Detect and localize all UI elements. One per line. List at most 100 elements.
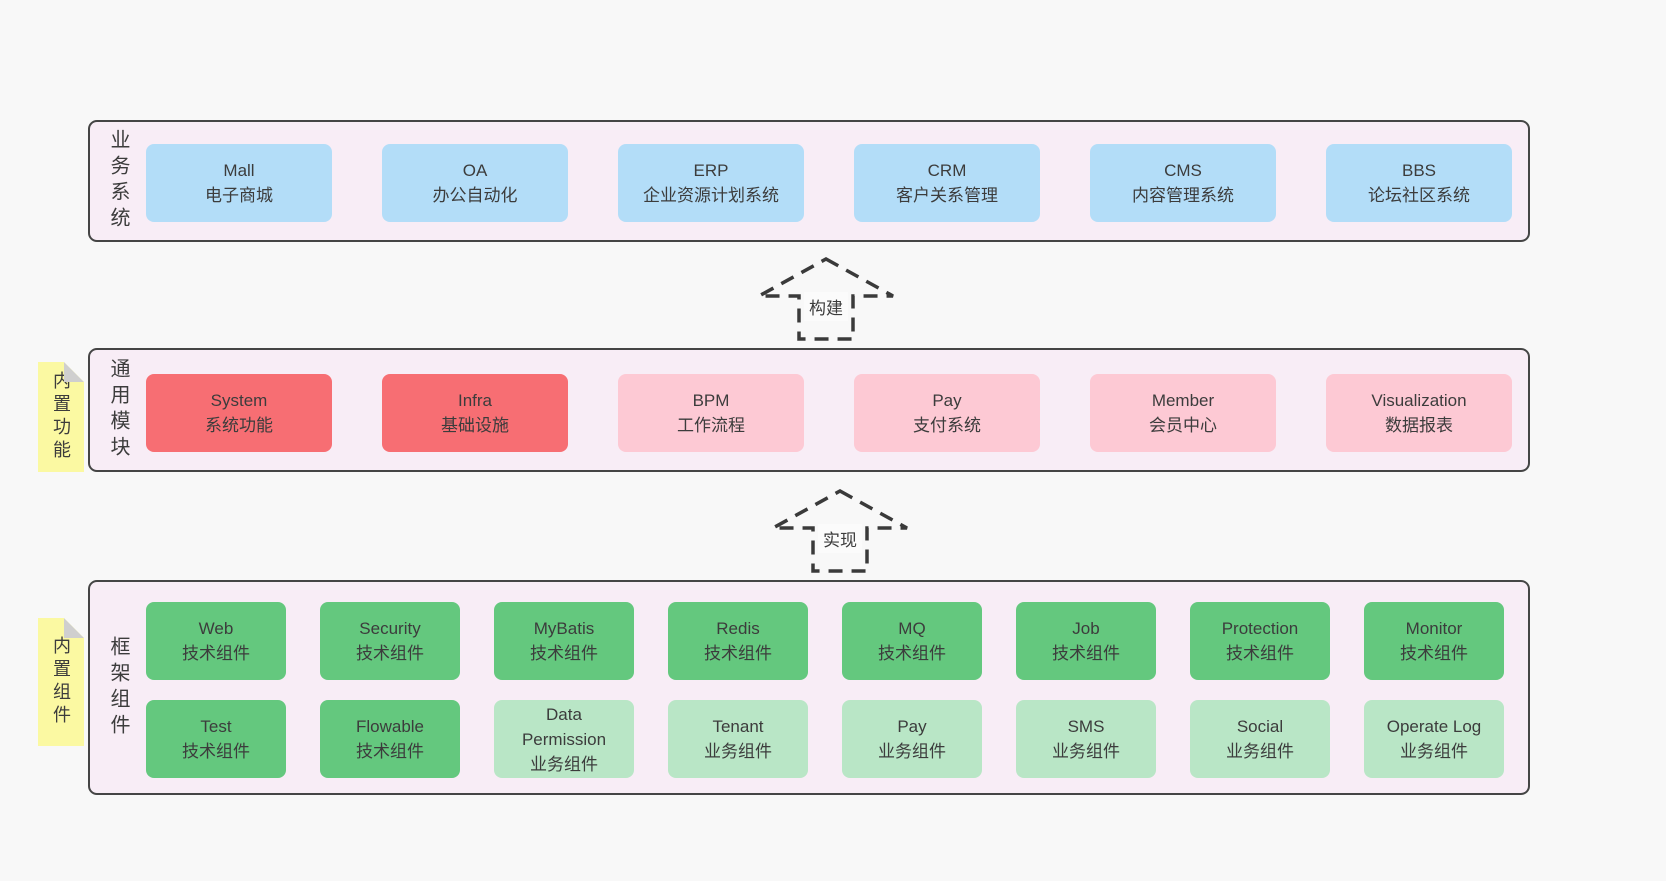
card-title: Security: [359, 619, 421, 638]
card-subtitle: 电子商城: [205, 186, 273, 205]
layer-row: System 系统功能 Infra 基础设施 BPM 工作流程 Pay 支付系统 Member 会…: [146, 374, 1514, 452]
card-tenant: Tenant 业务组件: [668, 700, 808, 778]
card-pay: Pay 业务组件: [842, 700, 982, 778]
card-title: CMS: [1164, 161, 1202, 180]
card-monitor: Monitor 技术组件: [1364, 602, 1504, 680]
card-redis: Redis 技术组件: [668, 602, 808, 680]
card-infra: Infra 基础设施: [382, 374, 568, 452]
card-title: Redis: [716, 619, 760, 638]
build-arrow: 构建: [756, 256, 896, 342]
card-title: Monitor: [1405, 619, 1463, 638]
card-mq: MQ 技术组件: [842, 602, 982, 680]
card-subtitle: 业务组件: [1052, 742, 1120, 761]
card-bbs: BBS 论坛社区系统: [1326, 144, 1512, 222]
card-crm: CRM 客户关系管理: [854, 144, 1040, 222]
card-title: Member: [1151, 391, 1215, 410]
card-title: CRM: [927, 161, 967, 180]
card-bpm: BPM 工作流程: [618, 374, 804, 452]
sticky-note-text: 内置组件: [51, 636, 71, 728]
card-subtitle: 论坛社区系统: [1368, 186, 1470, 205]
card-subtitle: 客户关系管理: [896, 186, 998, 205]
card-subtitle: 技术组件: [356, 644, 424, 663]
card-title: BBS: [1401, 161, 1437, 180]
card-protection: Protection 技术组件: [1190, 602, 1330, 680]
card-subtitle: 业务组件: [530, 754, 598, 774]
card-security: Security 技术组件: [320, 602, 460, 680]
card-subtitle: 技术组件: [356, 742, 424, 761]
card-oa: OA 办公自动化: [382, 144, 568, 222]
card-cms: CMS 内容管理系统: [1090, 144, 1276, 222]
card-title: Data Permission: [521, 704, 607, 749]
card-title: BPM: [692, 391, 730, 410]
card-subtitle: 数据报表: [1385, 416, 1453, 435]
card-pay: Pay 支付系统: [854, 374, 1040, 452]
card-title: Social: [1236, 717, 1284, 736]
card-subtitle: 业务组件: [878, 742, 946, 761]
card-title: System: [210, 391, 268, 410]
card-subtitle: 技术组件: [1226, 644, 1294, 663]
card-subtitle: 企业资源计划系统: [643, 186, 779, 205]
card-title: Job: [1072, 619, 1100, 638]
card-subtitle: 内容管理系统: [1132, 186, 1234, 205]
card-subtitle: 支付系统: [913, 416, 981, 435]
card-subtitle: 技术组件: [704, 644, 772, 663]
card-title: Operate Log: [1386, 717, 1482, 736]
card-mybatis: MyBatis 技术组件: [494, 602, 634, 680]
card-title: OA: [462, 161, 488, 180]
card-title: Test: [200, 717, 232, 736]
layer-business-systems: 业务系统 Mall 电子商城 OA 办公自动化 ERP 企业资源计划系统 CRM 客户关系管理…: [88, 120, 1530, 242]
card-flowable: Flowable 技术组件: [320, 700, 460, 778]
card-title: Flowable: [355, 717, 425, 736]
layer-common-modules: 通用模块 System 系统功能 Infra 基础设施 BPM 工作流程 Pay 支付系统 Me…: [88, 348, 1530, 472]
card-title: Mall: [223, 161, 255, 180]
card-title: Pay: [897, 717, 927, 736]
card-title: Tenant: [712, 717, 764, 736]
arrow-label: 实现: [818, 524, 862, 553]
card-social: Social 业务组件: [1190, 700, 1330, 778]
sticky-note-built-in-components: 内置组件: [38, 618, 84, 746]
card-title: ERP: [693, 161, 729, 180]
layer-label-business-systems: 业务系统: [107, 129, 129, 233]
card-title: Protection: [1221, 619, 1299, 638]
layer-label-common-modules: 通用模块: [107, 358, 129, 462]
card-title: Web: [198, 619, 234, 638]
card-title: Visualization: [1371, 391, 1467, 410]
card-subtitle: 技术组件: [1052, 644, 1120, 663]
card-subtitle: 技术组件: [530, 644, 598, 663]
card-data-permission: Data Permission 业务组件: [494, 700, 634, 778]
card-job: Job 技术组件: [1016, 602, 1156, 680]
sticky-note-text: 内置功能: [51, 371, 71, 463]
card-subtitle: 技术组件: [1400, 644, 1468, 663]
card-title: Pay: [932, 391, 962, 410]
card-title: Infra: [457, 391, 493, 410]
card-mall: Mall 电子商城: [146, 144, 332, 222]
card-visualization: Visualization 数据报表: [1326, 374, 1512, 452]
card-subtitle: 业务组件: [704, 742, 772, 761]
layer-label-framework-components: 框架组件: [107, 635, 129, 740]
dashed-up-arrow-icon: [772, 489, 908, 573]
card-subtitle: 系统功能: [205, 416, 273, 435]
layer-row: Mall 电子商城 OA 办公自动化 ERP 企业资源计划系统 CRM 客户关系管理 CMS 内容…: [146, 144, 1514, 222]
card-subtitle: 办公自动化: [432, 186, 518, 205]
card-subtitle: 工作流程: [677, 416, 745, 435]
dashed-up-arrow-icon: [758, 257, 894, 341]
card-web: Web 技术组件: [146, 602, 286, 680]
card-title: MyBatis: [533, 619, 595, 638]
card-system: System 系统功能: [146, 374, 332, 452]
card-subtitle: 基础设施: [441, 416, 509, 435]
card-title: MQ: [898, 619, 926, 638]
card-subtitle: 业务组件: [1400, 742, 1468, 761]
arrow-label: 构建: [804, 292, 848, 321]
card-subtitle: 会员中心: [1149, 416, 1217, 435]
card-subtitle: 技术组件: [878, 644, 946, 663]
card-subtitle: 技术组件: [182, 644, 250, 663]
card-subtitle: 业务组件: [1226, 742, 1294, 761]
card-erp: ERP 企业资源计划系统: [618, 144, 804, 222]
folded-corner-icon: [64, 618, 84, 638]
